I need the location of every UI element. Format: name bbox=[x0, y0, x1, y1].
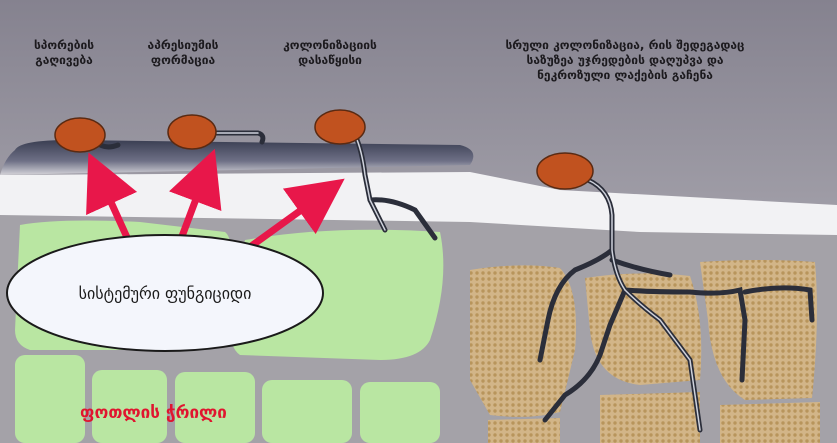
spore-3 bbox=[315, 110, 365, 144]
leaf-section-label: ფოთლის ჭრილი bbox=[80, 403, 227, 423]
spore-2 bbox=[168, 115, 216, 149]
spore-4 bbox=[537, 153, 593, 189]
label-colonization-start: კოლონიზაციის დასაწყისი bbox=[256, 38, 404, 68]
spore-1 bbox=[55, 118, 105, 152]
label-spore-germination: სპორების გაღივება bbox=[14, 38, 114, 68]
label-full-colonization: სრული კოლონიზაცია, რის შედეგადაც საზუზეა… bbox=[452, 38, 798, 83]
label-appressorium-formation: აპრესიუმის ფორმაცია bbox=[128, 38, 238, 68]
fungicide-label: სისტემური ფუნგიციდი bbox=[30, 284, 300, 303]
